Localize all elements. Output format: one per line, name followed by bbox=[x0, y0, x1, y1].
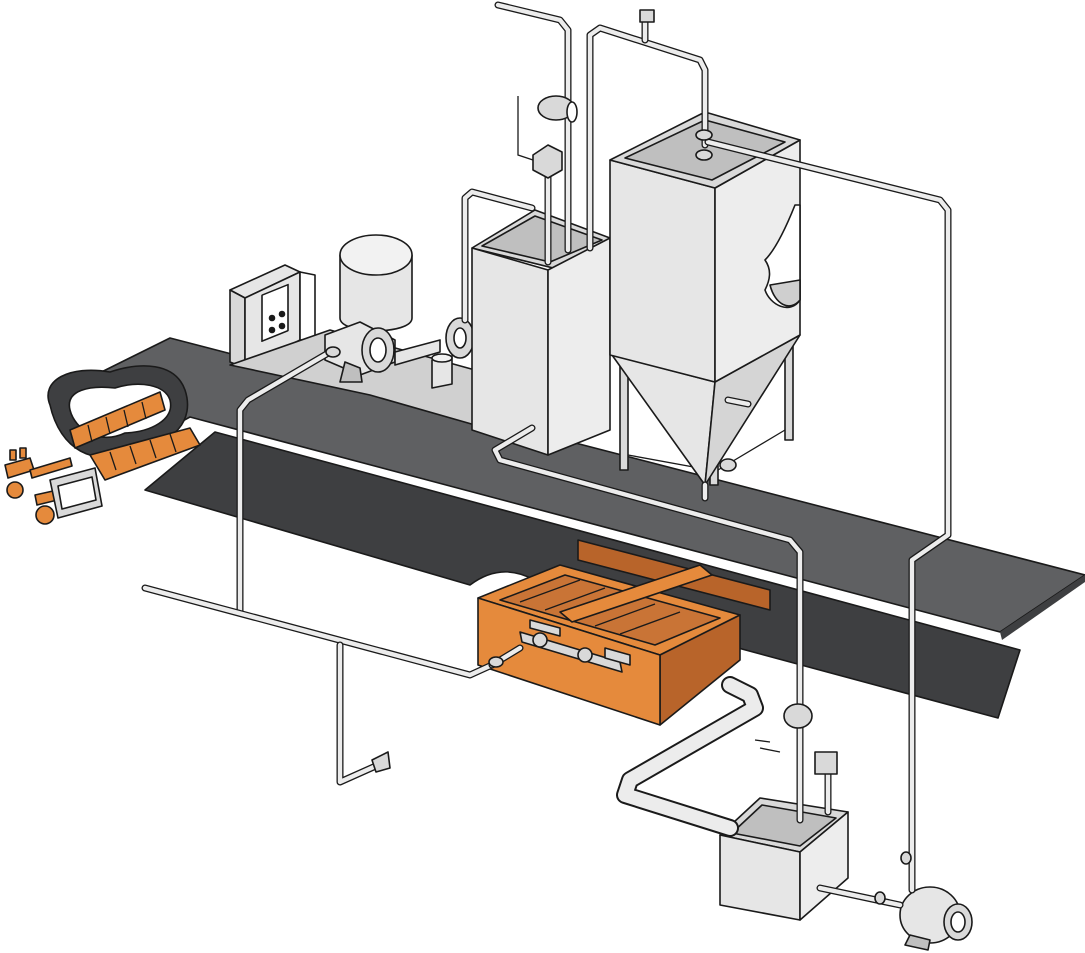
mixing-tank bbox=[471, 209, 611, 456]
cylindrical-tank bbox=[339, 234, 413, 332]
end-nozzle-assembly bbox=[4, 447, 103, 525]
collection-sump bbox=[719, 797, 849, 921]
piping bbox=[141, 1, 952, 909]
control-panel bbox=[229, 264, 316, 369]
belt-drum-left bbox=[47, 365, 201, 481]
hopper-silo bbox=[609, 111, 801, 486]
spray-box bbox=[477, 539, 771, 726]
motor-pump-assembly bbox=[324, 317, 475, 389]
centrifugal-blower bbox=[899, 886, 973, 951]
